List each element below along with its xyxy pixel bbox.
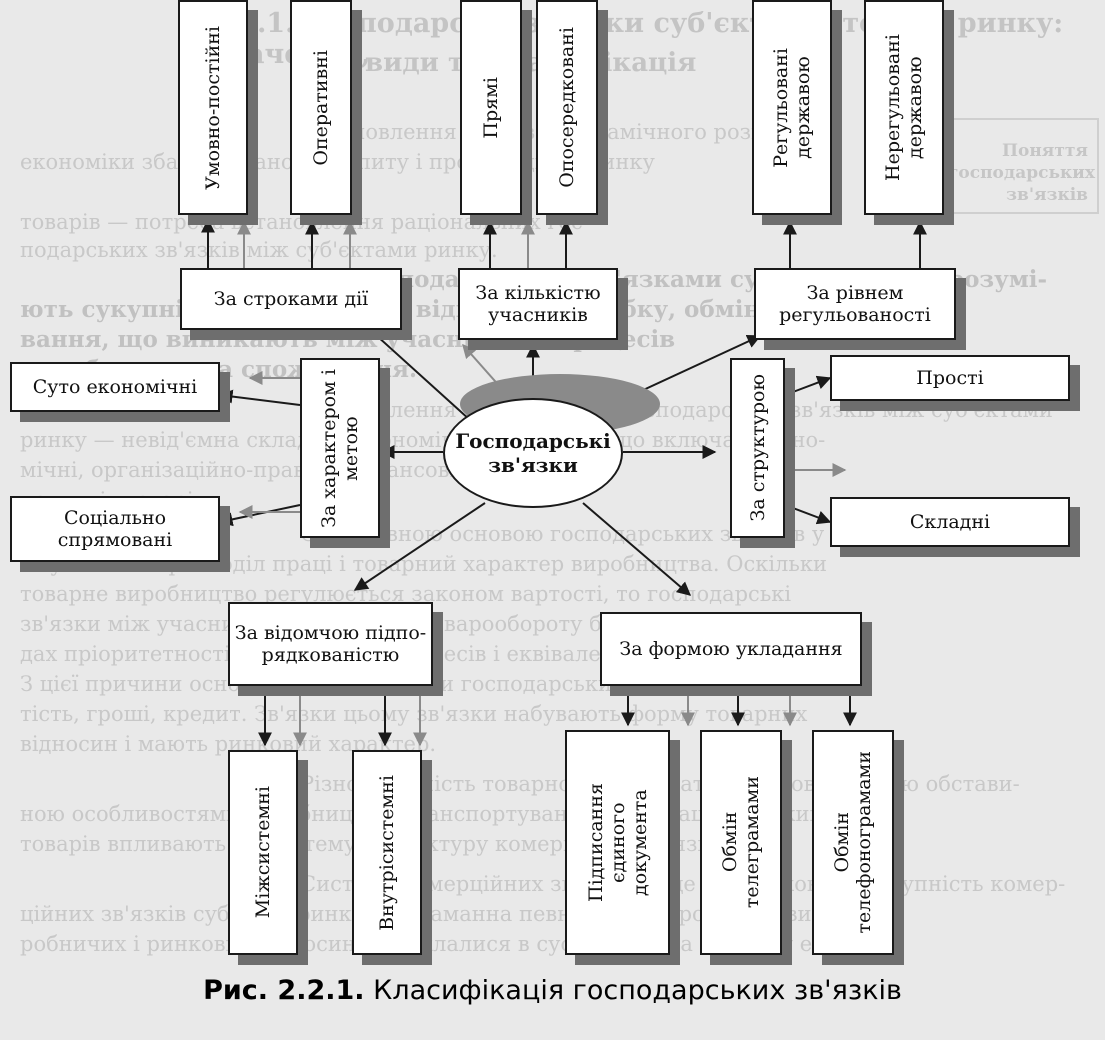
background-line: Встановлення раціональних господарських … [300, 398, 1053, 422]
box-oposeredkovani-label: Опосередковані [556, 27, 578, 188]
box-za-kilkistiu: За кількістю учасників [458, 268, 618, 340]
background-side-note: Поняття господарських зв'язків [948, 141, 1096, 205]
box-rehulovani: Регульовані державою [752, 0, 832, 215]
box-za-strukturoiu: За структурою [730, 358, 785, 538]
arrow-center-vidomchoiu [353, 502, 486, 591]
box-oposeredkovani: Опосередковані [536, 0, 598, 215]
background-line: подарських зв'язків між суб'єктами ринку… [20, 238, 498, 262]
arrow-to-sotsialno [218, 504, 301, 527]
background-line: тість, гроші, кредит. Зв'язки цьому зв'я… [20, 702, 808, 726]
box-za-rivnem-label: За рівнем регульованості [779, 282, 931, 326]
box-nerehulovani-label: Нерегульовані державою [882, 34, 926, 181]
box-za-strokamy-label: За строками дії [213, 288, 369, 310]
box-prosti-label: Прості [916, 367, 984, 389]
figure-number: Рис. 2.2.1. [203, 975, 365, 1006]
center-label: Господарські зв'язки [455, 429, 611, 477]
box-mizhsystemni: Міжсистемні [228, 750, 298, 955]
box-mizhsystemni-label: Міжсистемні [252, 786, 274, 919]
box-za-kilkistiu-label: За кількістю учасників [475, 282, 601, 326]
box-za-strokamy: За строками дії [180, 268, 402, 330]
box-rehulovani-label: Регульовані державою [770, 47, 814, 168]
box-priami-label: Прямі [480, 76, 502, 139]
box-operatyvni: Оперативні [290, 0, 352, 215]
box-obmin-telefonohramamy: Обмін телефонограмами [812, 730, 894, 955]
box-suto-ekonomichni: Суто економічні [10, 362, 220, 412]
arrow-to-prosti [784, 375, 832, 396]
box-nerehulovani: Нерегульовані державою [864, 0, 944, 215]
box-suto-ekonomichni-label: Суто економічні [32, 376, 198, 398]
box-sotsialno-label: Соціально спрямовані [57, 507, 173, 551]
box-za-kharakterom: За характером і метою [300, 358, 380, 538]
box-za-vidomchoiu-label: За відомчою підпо- рядкованістю [234, 622, 427, 666]
box-za-strukturoiu-label: За структурою [746, 374, 769, 522]
box-priami: Прямі [460, 0, 522, 215]
box-obmin-telehramamy: Обмін телеграмами [700, 730, 782, 955]
box-obmin-telefonohramamy-label: Обмін телефонограмами [831, 751, 875, 934]
box-za-vidomchoiu: За відомчою підпо- рядкованістю [228, 602, 433, 686]
box-za-formoiu: За формою укладання [600, 612, 862, 686]
box-umovno-postiini-label: Умовно-постійні [202, 25, 224, 190]
box-obmin-telehramamy-label: Обмін телеграмами [719, 776, 763, 909]
background-line: Система комерційних зв'язків — це упоряд… [300, 872, 1066, 896]
box-pidpysannia: Підписання єдиного документа [565, 730, 670, 955]
background-line: ринку — невід'ємна складова економічних … [20, 428, 826, 452]
box-skladni-label: Складні [909, 511, 991, 533]
box-prosti: Прості [830, 355, 1070, 401]
arrow-center-formoiu [582, 502, 692, 596]
center-ellipse: Господарські зв'язки [443, 398, 623, 508]
figure-title: Класифікація господарських зв'язків [373, 975, 902, 1006]
arrow-to-skladni [784, 504, 832, 525]
box-za-kharakterom-label: За характером і метою [318, 368, 362, 528]
figure-caption: Рис. 2.2.1. Класифікація господарських з… [0, 975, 1105, 1006]
box-vnutrishnosystemni-label: Внутрісистемні [376, 774, 398, 931]
box-operatyvni-label: Оперативні [310, 49, 332, 166]
box-vnutrishnosystemni: Внутрісистемні [352, 750, 422, 955]
box-pidpysannia-label: Підписання єдиного документа [584, 783, 651, 902]
box-umovno-postiini: Умовно-постійні [178, 0, 248, 215]
box-za-rivnem: За рівнем регульованості [754, 268, 956, 340]
box-za-formoiu-label: За формою укладання [619, 638, 843, 660]
background-line: ють сукупність економічних відносин розр… [20, 296, 896, 323]
box-skladni: Складні [830, 497, 1070, 547]
arrow-to-suto [218, 389, 301, 406]
box-sotsialno: Соціально спрямовані [10, 496, 220, 562]
background-heading-2: види та класифікація [365, 48, 697, 78]
